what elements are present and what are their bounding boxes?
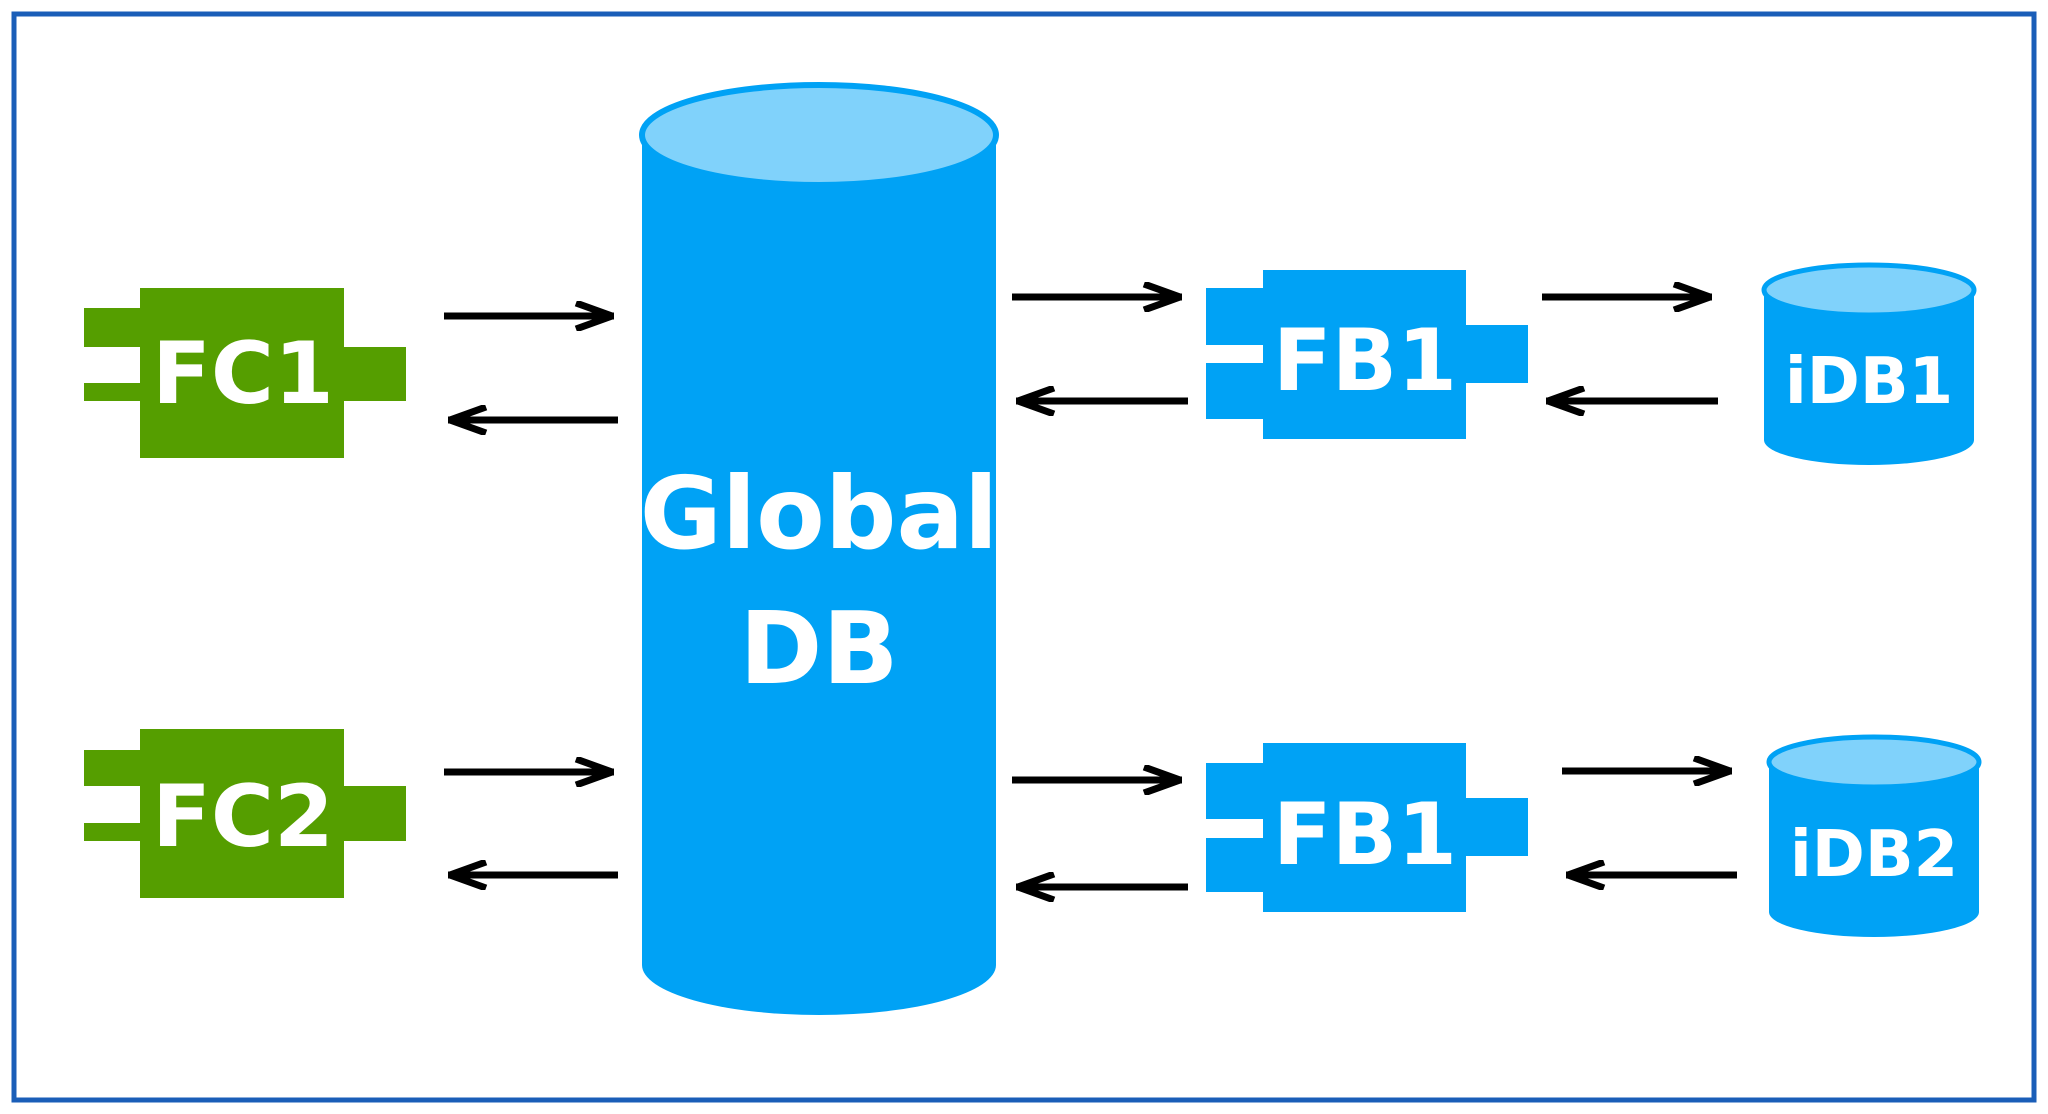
global-db-body: [642, 135, 996, 1015]
idb2-cylinder: iDB2: [1766, 734, 1982, 937]
fb1-top-block: FB1: [1206, 270, 1528, 439]
fc2-block: FC2: [84, 729, 406, 898]
diagram-frame: [11, 11, 2037, 1103]
idb2-label: iDB2: [1790, 818, 1958, 892]
fc2-label: FC2: [152, 767, 334, 867]
fb1-top-label: FB1: [1273, 311, 1457, 411]
fc1-block: FC1: [84, 288, 406, 458]
fc1-label: FC1: [152, 324, 334, 424]
idb1-cylinder: iDB1: [1761, 262, 1977, 465]
idb1-label: iDB1: [1785, 345, 1953, 419]
global-db-label-line1: Global: [640, 455, 998, 572]
global-db-label-line2: DB: [739, 590, 898, 707]
fb1-bottom-label: FB1: [1273, 785, 1457, 885]
global-db-cylinder: Global DB: [639, 82, 999, 1015]
global-db-top: [639, 82, 999, 188]
fb1-bottom-block: FB1: [1206, 743, 1528, 912]
